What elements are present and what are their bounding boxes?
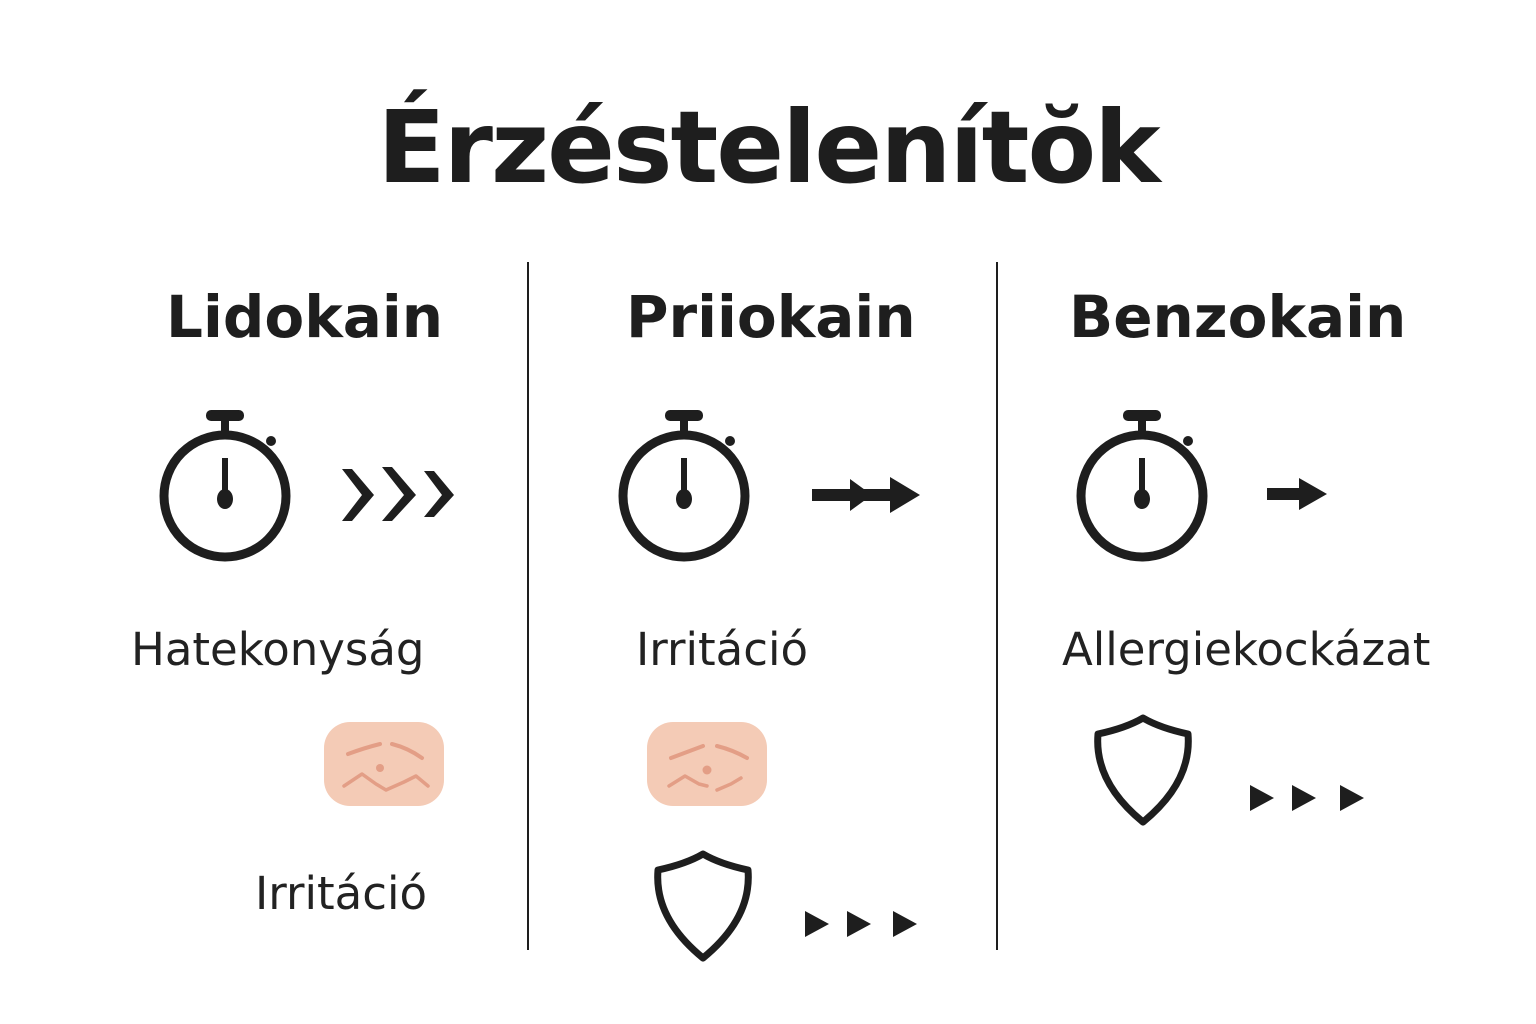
page-title: Érzéstelenítŏk bbox=[377, 89, 1160, 206]
label-effectiveness: Hatekonyság bbox=[131, 623, 425, 676]
irritated-skin-icon bbox=[322, 720, 446, 808]
column-title: Lidokain bbox=[166, 283, 444, 351]
double-arrow-icon bbox=[810, 475, 922, 515]
label-irritation: Irritáció bbox=[636, 623, 808, 676]
column-divider bbox=[527, 262, 529, 950]
single-arrow-icon bbox=[1265, 476, 1329, 512]
shield-icon bbox=[1090, 712, 1196, 828]
stopwatch-icon bbox=[617, 408, 757, 564]
triple-play-icon bbox=[803, 908, 921, 940]
irritated-skin-icon bbox=[645, 720, 769, 808]
label-allergy-risk: Allergiekockázat bbox=[1062, 623, 1431, 676]
column-title: Benzokain bbox=[1069, 283, 1407, 351]
stopwatch-icon bbox=[1075, 408, 1215, 564]
column-divider bbox=[996, 262, 998, 950]
label-irritation: Irritáció bbox=[255, 867, 427, 920]
shield-icon bbox=[650, 848, 756, 964]
stopwatch-icon bbox=[158, 408, 298, 564]
triple-chevron-icon bbox=[340, 465, 455, 525]
column-title: Priiokain bbox=[626, 283, 916, 351]
triple-play-icon bbox=[1248, 782, 1368, 814]
